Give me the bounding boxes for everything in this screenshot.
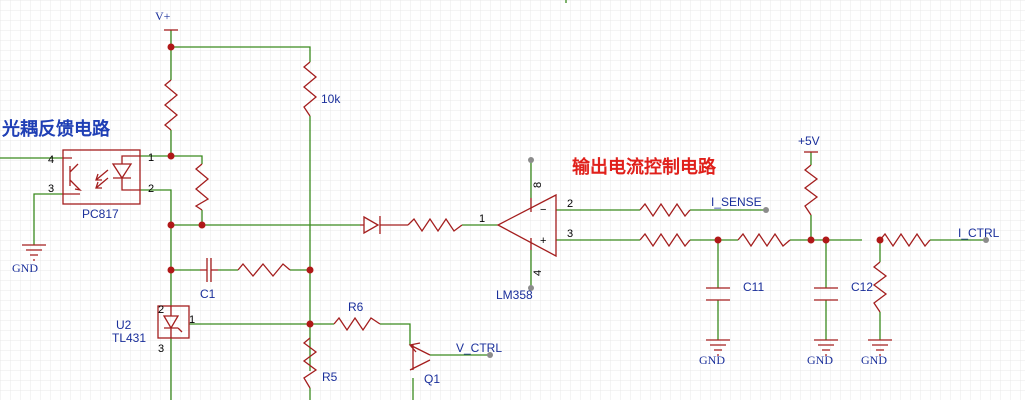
pin-opto-4: 4 <box>48 154 54 166</box>
label-c12: C12 <box>851 280 873 294</box>
vplus-label: V+ <box>155 9 171 23</box>
power-symbols <box>22 29 892 356</box>
transistor-q1 <box>408 342 431 371</box>
gnd-label-right: GND <box>861 353 887 367</box>
pin-op-4: 4 <box>532 270 544 276</box>
components <box>62 61 931 389</box>
label-10k: 10k <box>321 92 341 106</box>
pin-op-3: 3 <box>567 228 573 240</box>
pin-op-1: 1 <box>479 213 485 225</box>
capacitor-c12 <box>814 287 838 301</box>
label-r6: R6 <box>348 300 364 314</box>
net-i-ctrl: I_CTRL <box>958 226 1000 240</box>
capacitor-c11 <box>706 287 730 301</box>
label-r5: R5 <box>322 370 338 384</box>
pin-op-2: 2 <box>567 198 573 210</box>
gnd-symbol-left <box>22 244 46 261</box>
label-u2: U2 <box>116 318 132 332</box>
gnd-label-c12: GND <box>807 353 833 367</box>
opamp-minus-sign: − <box>540 204 546 216</box>
pin-u2-1: 1 <box>189 314 195 326</box>
pin-opto-3: 3 <box>48 183 54 195</box>
pin-u2-3: 3 <box>158 343 164 355</box>
net-i-sense: I_SENSE <box>711 195 762 209</box>
resistor-to-gnd <box>872 261 888 313</box>
resistor-5v-divider <box>803 164 819 216</box>
gnd-label-left: GND <box>12 261 38 275</box>
resistor-r6 <box>333 316 381 332</box>
capacitor-c1 <box>200 258 218 282</box>
label-c1: C1 <box>200 287 216 301</box>
gnd-symbol-right <box>868 339 892 356</box>
resistor-10k <box>302 61 318 117</box>
gnd-symbol-c11 <box>706 339 730 356</box>
title-opto-feedback: 光耦反馈电路 <box>1 118 111 139</box>
plus5v-label: +5V <box>798 134 820 148</box>
opamp-plus-sign: + <box>540 235 546 247</box>
shunt-regulator-tl431 <box>157 305 190 339</box>
junctions <box>167 43 989 358</box>
resistor-plus-input <box>639 232 691 248</box>
pin-opto-2: 2 <box>148 183 154 195</box>
label-lm358: LM358 <box>496 288 533 302</box>
label-c11: C11 <box>743 280 764 294</box>
title-current-control: 输出电流控制电路 <box>572 156 717 177</box>
pin-opto-1: 1 <box>148 152 154 164</box>
opamp-lm358 <box>496 193 557 258</box>
resistor-i-sense <box>639 202 691 218</box>
resistor-middle <box>737 232 791 248</box>
resistor-r5 <box>302 337 318 389</box>
resistor-opto-side <box>194 163 210 211</box>
resistor-opamp-input <box>407 217 463 233</box>
label-q1: Q1 <box>424 372 440 386</box>
pin-op-8: 8 <box>532 182 544 188</box>
gnd-label-c11: GND <box>699 353 725 367</box>
resistor-i-ctrl <box>879 232 931 248</box>
optocoupler-pc817 <box>62 149 141 205</box>
diode <box>360 215 408 235</box>
label-tl431: TL431 <box>112 331 146 345</box>
resistor-top-left <box>163 79 179 131</box>
gnd-symbol-c12 <box>814 339 838 356</box>
label-pc817: PC817 <box>82 207 119 221</box>
pin-u2-2: 2 <box>158 304 164 316</box>
net-v-ctrl: V_CTRL <box>456 341 502 355</box>
resistor-c1-series <box>237 262 291 278</box>
